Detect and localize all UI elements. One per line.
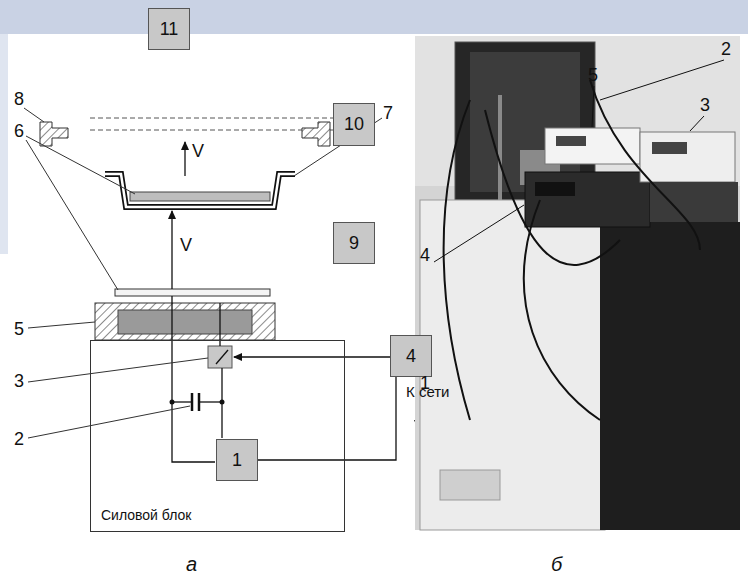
callout-number: 2	[721, 40, 731, 58]
device-box: 9	[333, 222, 375, 264]
velocity-label: V	[180, 236, 192, 254]
node-text: 4	[406, 346, 416, 367]
velocity-label: V	[192, 142, 204, 160]
callout-number: 3	[700, 96, 710, 114]
power-block: Силовой блок 1	[90, 340, 345, 532]
control-box: 4	[390, 335, 432, 377]
device-box: 11	[148, 8, 190, 50]
callout-number: 5	[14, 320, 24, 338]
callout-number: 4	[420, 246, 430, 264]
node-text: 1	[232, 450, 242, 471]
node-text: 9	[349, 233, 359, 254]
callout-number: 1	[420, 374, 430, 392]
callout-number: 2	[14, 430, 24, 448]
generator-box: 1	[216, 439, 258, 481]
node-text: 10	[344, 114, 364, 135]
callout-number: 7	[383, 104, 393, 122]
device-box: 10	[333, 103, 375, 146]
callout-number: 6	[14, 122, 24, 140]
callout-number: 5	[588, 66, 598, 84]
node-text: 11	[160, 19, 179, 40]
callout-number: 8	[14, 90, 24, 108]
panel-letter: б	[551, 554, 562, 574]
callout-number: 3	[14, 372, 24, 390]
node-text: Силовой блок	[101, 507, 191, 523]
wire	[258, 377, 396, 460]
panel-letter: а	[186, 554, 197, 574]
